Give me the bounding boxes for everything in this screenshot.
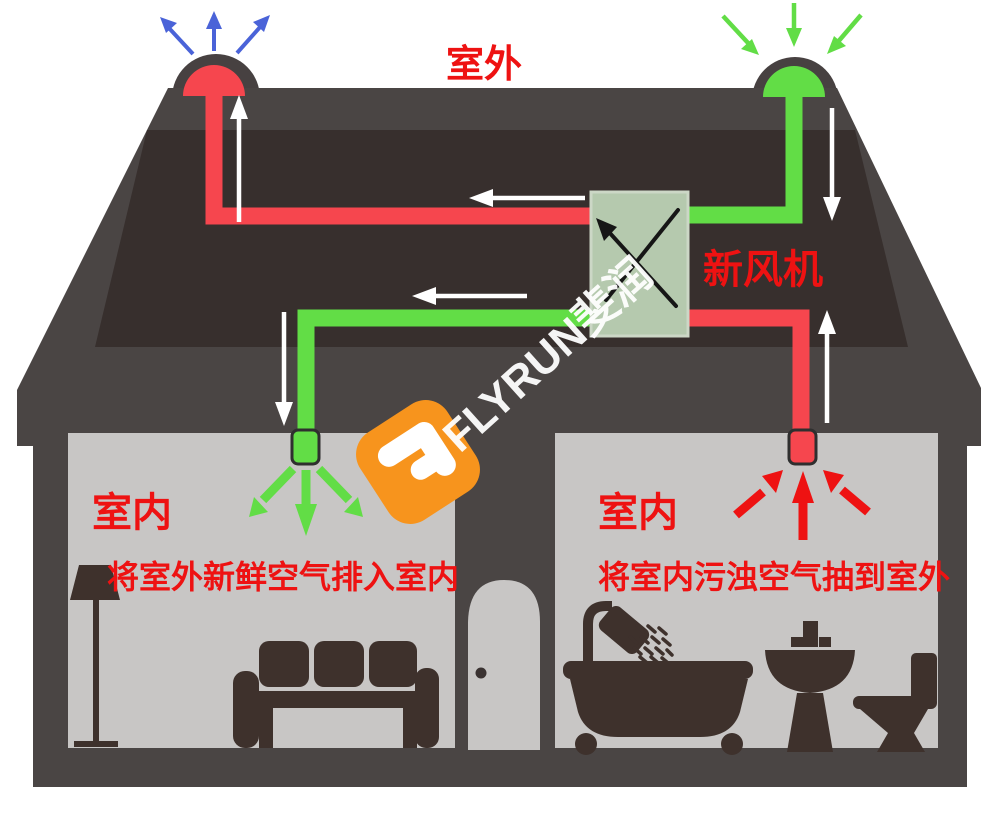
- fresh-air-duct: [290, 66, 825, 466]
- flyrun-logo-icon: [356, 400, 480, 524]
- cross-flow-arrowhead-icon: [596, 218, 617, 241]
- bathtub-body: [570, 679, 748, 737]
- exhaust-duct: [183, 65, 818, 466]
- indoor-label-right: 室内: [598, 491, 678, 535]
- extract-converge-arrows: [733, 470, 871, 540]
- airflow-arrow-up-right-room: [818, 310, 836, 423]
- sofa-armrest: [233, 671, 259, 748]
- lamp-pole: [93, 600, 99, 742]
- sofa-cushion: [369, 641, 417, 687]
- airflow-arrow-down-right-vent: [823, 108, 841, 221]
- floor-lamp: [70, 565, 120, 747]
- fresh-roof-cap: [763, 66, 825, 97]
- bathtub: [563, 601, 753, 755]
- shower-arm: [583, 601, 612, 668]
- exhaust-outflow-arrows: [160, 11, 270, 56]
- airflow-arrow-left-bottom: [412, 287, 527, 305]
- fresh-duct-room-run: [297, 309, 592, 430]
- airflow-arrow-up-left-vent: [230, 95, 248, 222]
- toilet-tank: [911, 653, 937, 705]
- outdoor-label: 室外: [446, 43, 522, 86]
- exhaust-roof-cap: [183, 65, 245, 96]
- indoor-label-left: 室内: [92, 491, 172, 535]
- unit-label: 新风机: [703, 248, 823, 292]
- heat-exchanger-unit: [589, 190, 690, 338]
- fresh-intake-arrows: [721, 3, 863, 55]
- sofa-armrest: [415, 668, 439, 748]
- exhaust-duct-roof-run: [205, 96, 592, 225]
- toilet-seat: [853, 696, 937, 709]
- sink-faucet: [803, 621, 818, 647]
- sofa-leg: [259, 708, 273, 748]
- door-panel: [468, 580, 540, 750]
- sofa-cushion: [314, 641, 364, 687]
- bathtub-foot: [575, 733, 597, 755]
- sink-tap: [791, 637, 803, 647]
- sink-bowl: [765, 650, 855, 693]
- airflow-arrows-white: [230, 95, 841, 426]
- door: [468, 580, 540, 750]
- toilet: [853, 653, 937, 752]
- sofa-cushion: [259, 641, 309, 687]
- supply-spread-arrows: [249, 465, 363, 536]
- sink-tap: [819, 637, 831, 647]
- bathtub-foot: [721, 733, 743, 755]
- toilet-bowl: [860, 709, 928, 752]
- sofa-seat: [252, 691, 424, 708]
- lamp-base: [74, 741, 118, 747]
- cross-flow-arrow-line: [606, 229, 678, 308]
- supply-diffuser: [290, 428, 321, 466]
- lamp-shade: [70, 565, 120, 600]
- sink: [765, 621, 855, 752]
- roof-inner: [95, 130, 908, 347]
- sofa-leg: [403, 708, 417, 748]
- caption-left: 将室外新鲜空气排入室内: [107, 559, 459, 595]
- caption-right: 将室内污浊空气抽到室外: [598, 559, 950, 595]
- cross-flow-line: [604, 208, 680, 302]
- airflow-arrow-down-left-room: [275, 312, 293, 426]
- shower-water-drops-icon: [628, 624, 674, 665]
- exhaust-duct-room-run: [688, 309, 810, 430]
- door-knob-icon: [475, 667, 487, 679]
- airflow-arrow-left-top: [469, 189, 585, 207]
- sink-pedestal: [787, 693, 833, 752]
- bathtub-rim: [563, 661, 753, 679]
- sofa: [233, 641, 439, 748]
- extract-grille: [787, 428, 818, 466]
- fresh-duct-roof-run: [688, 96, 803, 224]
